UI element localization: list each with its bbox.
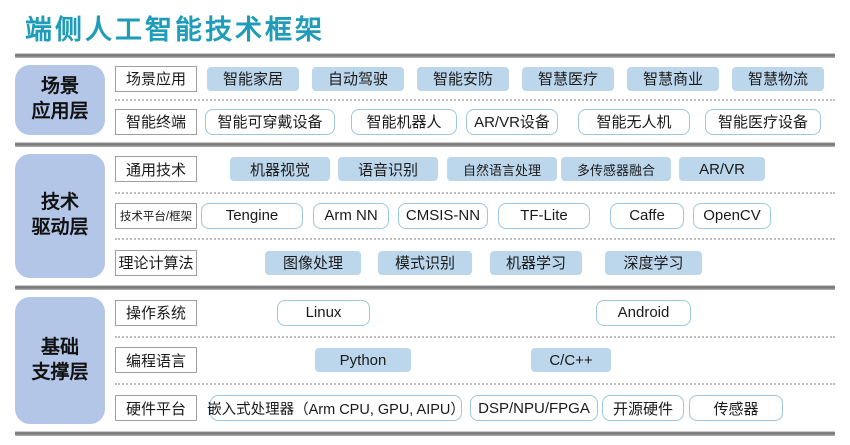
framework-item: 自然语言处理 xyxy=(447,157,557,182)
framework-item: 深度学习 xyxy=(605,250,702,275)
framework-item: OpenCV xyxy=(693,202,771,229)
framework-item: 智慧商业 xyxy=(627,66,719,91)
row-items: 智能家居自动驾驶智能安防智慧医疗智慧商业智慧物流 xyxy=(197,66,850,91)
layer-name-line: 场景 xyxy=(40,76,79,98)
framework-item: Arm NN xyxy=(313,202,389,229)
framework-item: 模式识别 xyxy=(378,250,472,275)
framework-item: 开源硬件 xyxy=(602,395,684,422)
dotted-divider xyxy=(115,238,835,241)
layers-container: 场景应用层场景应用智能家居自动驾驶智能安防智慧医疗智慧商业智慧物流智能终端智能可… xyxy=(0,58,850,436)
row-items: Linux Android xyxy=(197,299,850,326)
layer-name-line: 驱动层 xyxy=(31,217,89,238)
page-title: 端侧人工智能技术框架 xyxy=(25,15,325,46)
row-category-label: 场景应用 xyxy=(115,65,197,92)
row-category-label: 通用技术 xyxy=(115,156,197,183)
framework-item: C/C++ xyxy=(531,348,611,373)
layer-name: 场景应用层 xyxy=(15,65,105,135)
framework-item: 多传感器融合 xyxy=(561,157,671,182)
framework-row: 智能终端智能可穿戴设备智能机器人 AR/VR设备智能无人机智能医疗设备 xyxy=(115,108,850,135)
framework-item: 智能无人机 xyxy=(578,108,690,135)
framework-row: 操作系统 Linux Android xyxy=(115,299,850,326)
framework-item: 图像处理 xyxy=(265,250,361,275)
framework-item: 嵌入式处理器（Arm CPU, GPU, AIPU） xyxy=(207,395,465,422)
layer-scene-application: 场景应用层场景应用智能家居自动驾驶智能安防智慧医疗智慧商业智慧物流智能终端智能可… xyxy=(0,58,850,142)
framework-item: TF-Lite xyxy=(498,202,590,229)
framework-item: 语音识别 xyxy=(338,157,438,182)
row-category-label: 硬件平台 xyxy=(115,395,197,422)
row-category-label: 编程语言 xyxy=(115,347,197,374)
layer-name-line: 基础 xyxy=(40,336,79,358)
row-category-label: 理论计算法 xyxy=(115,249,197,276)
layer-name-line: 技术 xyxy=(40,192,79,214)
framework-item: AR/VR设备 xyxy=(466,108,558,135)
layer-rows: 操作系统 Linux Android 编程语言 Python C/C++ 硬件平台嵌入式处理… xyxy=(115,290,850,431)
row-items: Tengine Arm NN CMSIS-NN TF-Lite Caffe OpenCV xyxy=(197,202,850,229)
divider-bar xyxy=(15,285,835,290)
framework-item: 智能家居 xyxy=(207,66,299,91)
framework-item: 智能可穿戴设备 xyxy=(205,108,335,135)
layer-name: 基础支撑层 xyxy=(15,297,105,424)
divider-bar xyxy=(15,431,835,436)
framework-item: Android xyxy=(596,299,691,326)
divider-bar xyxy=(15,142,835,147)
framework-item: 传感器 xyxy=(689,395,783,422)
dotted-divider xyxy=(115,99,835,101)
framework-item: CMSIS-NN xyxy=(398,202,488,229)
framework-item: 智能安防 xyxy=(417,66,509,91)
framework-row: 理论计算法图像处理模式识别机器学习深度学习 xyxy=(115,249,850,276)
dotted-divider xyxy=(115,383,835,386)
framework-item: 智能医疗设备 xyxy=(705,108,821,135)
framework-item: 机器学习 xyxy=(490,250,582,275)
dotted-divider xyxy=(115,335,835,338)
framework-row: 硬件平台嵌入式处理器（Arm CPU, GPU, AIPU）DSP/NPU/FP… xyxy=(115,395,850,422)
row-category-label: 操作系统 xyxy=(115,299,197,326)
framework-item: Caffe xyxy=(610,202,684,229)
framework-item: 智慧物流 xyxy=(732,66,824,91)
row-items: 机器视觉语音识别自然语言处理多传感器融合 AR/VR xyxy=(197,157,850,182)
framework-item: Linux xyxy=(277,299,370,326)
divider-bar xyxy=(15,53,835,58)
layer-name-line: 应用层 xyxy=(31,101,89,122)
framework-item: 自动驾驶 xyxy=(312,66,404,91)
row-category-label: 智能终端 xyxy=(115,108,197,135)
framework-row: 通用技术 机器视觉语音识别自然语言处理多传感器融合 AR/VR xyxy=(115,156,850,183)
framework-item: 智慧医疗 xyxy=(522,66,614,91)
row-category-label: 技术平台/框架 xyxy=(115,202,197,229)
framework-row: 场景应用智能家居自动驾驶智能安防智慧医疗智慧商业智慧物流 xyxy=(115,65,850,92)
framework-item: Python xyxy=(315,348,411,373)
framework-item: Tengine xyxy=(201,202,303,229)
framework-item: AR/VR xyxy=(679,157,765,182)
framework-item: 智能机器人 xyxy=(351,108,457,135)
layer-name: 技术驱动层 xyxy=(15,154,105,278)
row-items: 智能可穿戴设备智能机器人 AR/VR设备智能无人机智能医疗设备 xyxy=(197,108,850,135)
dotted-divider xyxy=(115,191,835,194)
framework-item: 机器视觉 xyxy=(230,157,330,182)
layer-name-line: 支撑层 xyxy=(31,361,89,383)
framework-row: 编程语言 Python C/C++ xyxy=(115,347,850,374)
row-items: Python C/C++ xyxy=(197,348,850,373)
layer-rows: 场景应用智能家居自动驾驶智能安防智慧医疗智慧商业智慧物流智能终端智能可穿戴设备智… xyxy=(115,58,850,142)
framework-item: DSP/NPU/FPGA xyxy=(470,395,598,422)
row-items: 图像处理模式识别机器学习深度学习 xyxy=(197,250,850,275)
